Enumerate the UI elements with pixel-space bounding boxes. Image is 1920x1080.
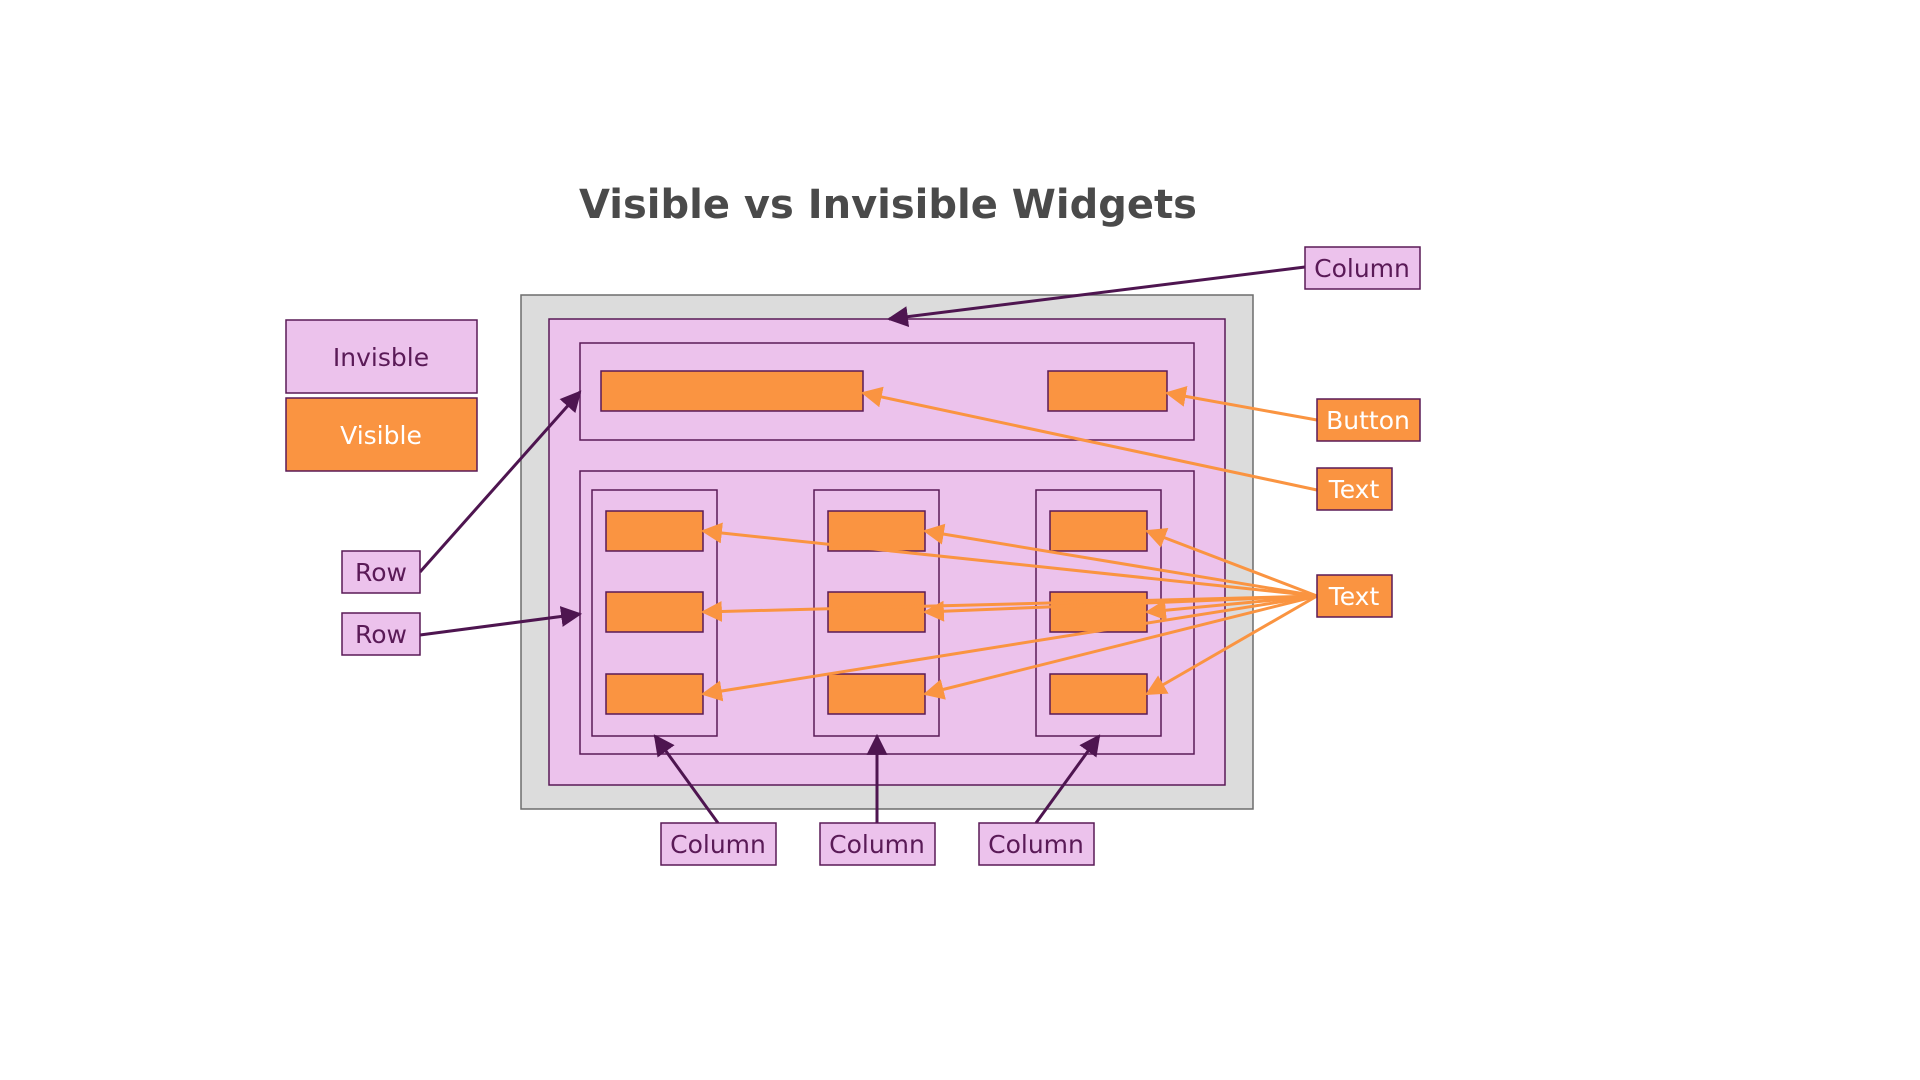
callout-column-left: Column <box>660 822 777 866</box>
callout-row-bottom-label: Row <box>355 620 407 649</box>
callout-column-middle-label: Column <box>829 830 925 859</box>
callout-text-grid-label: Text <box>1328 582 1380 611</box>
arrow-column-left <box>653 734 720 824</box>
legend-invisible-label: Invisble <box>333 343 429 372</box>
arrow-grid-text <box>922 594 1318 622</box>
top-row-button-widget <box>1047 370 1168 412</box>
legend-invisible-swatch <box>285 319 478 394</box>
callout-column-right: Column <box>978 822 1095 866</box>
callout-outer-column: Column <box>1304 246 1421 290</box>
callout-text-grid: Text <box>1316 574 1393 618</box>
arrow-outer-column <box>886 265 1306 328</box>
callout-row-top: Row <box>341 550 421 594</box>
grid-text-widget <box>605 510 704 552</box>
callout-button-label: Button <box>1326 406 1410 435</box>
legend: Invisble Visible <box>285 319 478 472</box>
grid-text-widget <box>827 510 926 552</box>
arrow-button <box>1164 386 1318 422</box>
arrow-grid-text <box>1145 594 1318 696</box>
arrow-grid-text <box>922 523 1318 598</box>
arrow-grid-text <box>1145 527 1318 598</box>
diagram-title: Visible vs Invisible Widgets <box>579 182 1197 228</box>
legend-visible-swatch <box>285 397 478 472</box>
grid-text-widget <box>827 591 926 633</box>
callout-text-top-label: Text <box>1328 475 1380 504</box>
callout-row-bottom: Row <box>341 612 421 656</box>
arrow-column-right <box>1034 734 1101 824</box>
arrow-row-bottom <box>419 606 583 637</box>
grid-text-widget <box>1049 673 1148 715</box>
callout-button: Button <box>1316 398 1421 442</box>
legend-visible-label: Visible <box>340 421 422 450</box>
callout-column-right-label: Column <box>988 830 1084 859</box>
callout-column-middle: Column <box>819 822 936 866</box>
callout-text-top: Text <box>1316 467 1393 511</box>
callout-column-left-label: Column <box>670 830 766 859</box>
arrow-row-top <box>418 390 582 573</box>
arrow-grid-text <box>700 594 1318 623</box>
visible-arrows <box>700 386 1318 702</box>
callout-row-top-label: Row <box>355 558 407 587</box>
arrow-grid-text <box>700 522 1318 598</box>
grid-text-widget <box>1049 510 1148 552</box>
arrow-grid-text <box>700 594 1318 702</box>
grid-text-widget <box>605 591 704 633</box>
callout-outer-column-label: Column <box>1314 254 1410 283</box>
grid-text-widget <box>827 673 926 715</box>
arrow-grid-text <box>922 594 1318 700</box>
top-row-text-widget <box>600 370 864 412</box>
grid-text-widget <box>605 673 704 715</box>
invisible-arrows <box>418 265 1306 824</box>
arrow-grid-text <box>1144 594 1318 621</box>
arrow-text-top <box>860 386 1318 492</box>
